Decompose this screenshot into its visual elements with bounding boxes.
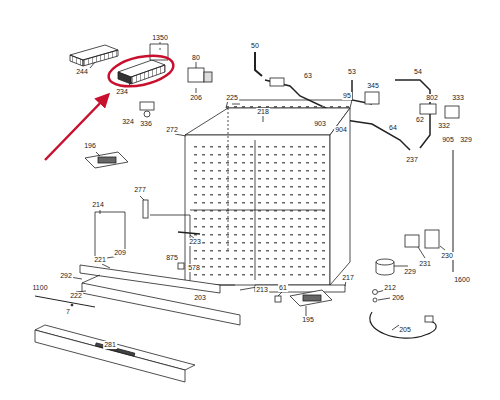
callout-number: 578	[187, 264, 201, 272]
callout-number: 62	[415, 116, 425, 124]
callout-number: 196	[83, 142, 97, 150]
callout-number: 218	[256, 108, 270, 116]
callout-number: 206	[189, 94, 203, 102]
callout-number: 61	[278, 284, 288, 292]
callout-number: 229	[403, 268, 417, 276]
callout-number: 333	[451, 94, 465, 102]
callout-number: 905	[441, 136, 455, 144]
callout-number: 64	[388, 124, 398, 132]
callout-number: 53	[347, 68, 357, 76]
callout-number: 223	[188, 238, 202, 246]
callout-number: 904	[334, 126, 348, 134]
callout-number: 205	[398, 326, 412, 334]
callout-number: 217	[341, 274, 355, 282]
callout-number: 1100	[31, 284, 48, 292]
callout-number: 237	[405, 156, 419, 164]
callout-number: 214	[91, 201, 105, 209]
callout-number: 209	[113, 249, 127, 257]
callout-number: 277	[133, 186, 147, 194]
callout-number: 221	[93, 256, 107, 264]
callout-number: 54	[413, 68, 423, 76]
callout-number: 203	[193, 294, 207, 302]
callout-number: 213	[255, 286, 269, 294]
callout-number: 292	[59, 272, 73, 280]
callout-number: 63	[303, 72, 313, 80]
callout-number: 802	[425, 94, 439, 102]
callout-number: 212	[383, 284, 397, 292]
callout-number: 324	[121, 118, 135, 126]
callout-number: 50	[250, 42, 260, 50]
callout-number: 230	[440, 252, 454, 260]
callout-number: 875	[165, 254, 179, 262]
callout-number: 244	[75, 68, 89, 76]
callout-number: 332	[437, 122, 451, 130]
callout-number: 206	[391, 294, 405, 302]
callout-number: 222	[69, 292, 83, 300]
callout-number: 195	[301, 316, 315, 324]
callout-number: 903	[313, 120, 327, 128]
callout-number: 1350	[151, 34, 169, 42]
callout-number: 1600	[453, 276, 471, 284]
callout-number: 329	[459, 136, 473, 144]
callout-number: 80	[191, 54, 201, 62]
callout-number: 225	[225, 94, 239, 102]
callout-number: 345	[366, 82, 380, 90]
callout-number: 95	[342, 92, 352, 100]
callout-number: 336	[139, 120, 153, 128]
callout-number: 281	[103, 341, 117, 349]
callout-number: 234	[115, 88, 129, 96]
callout-number: 7	[65, 308, 71, 316]
callout-number: 231	[418, 260, 432, 268]
callout-number: 272	[165, 126, 179, 134]
